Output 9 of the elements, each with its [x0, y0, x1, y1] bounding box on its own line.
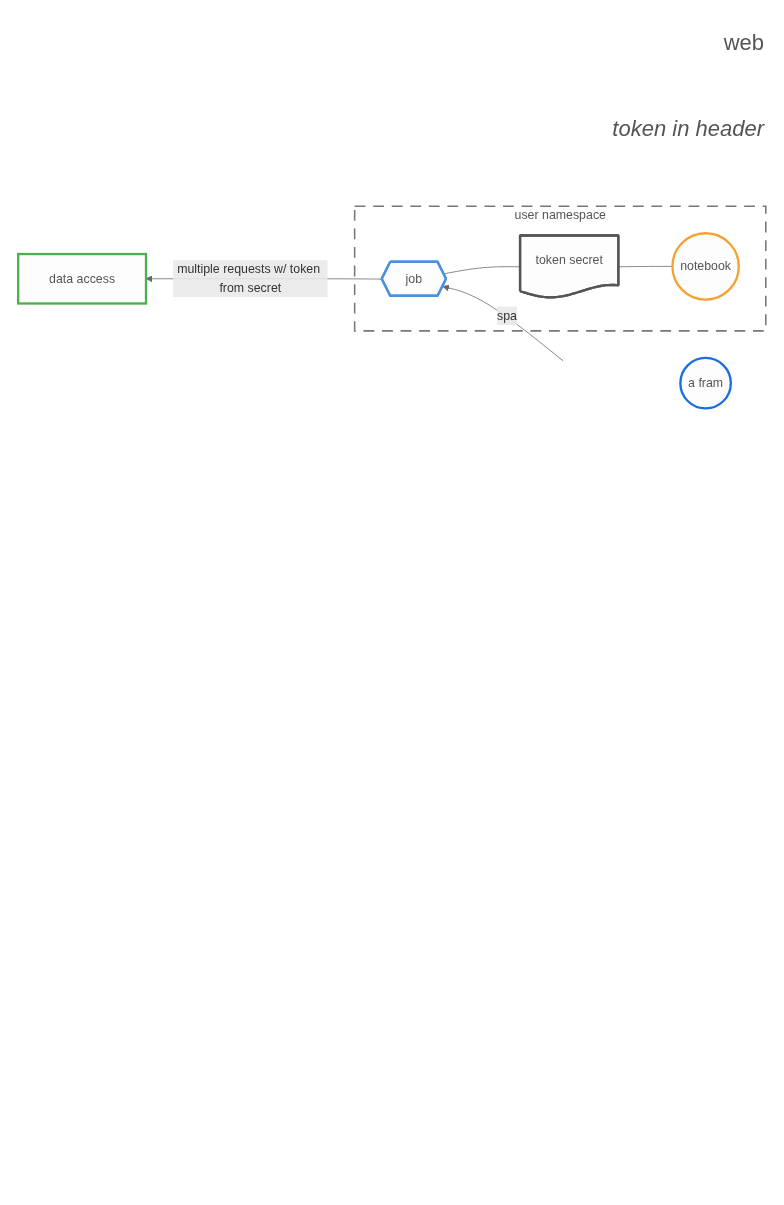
connector — [443, 266, 521, 275]
edge-label: spa — [496, 308, 517, 322]
connector — [618, 266, 673, 268]
note-text: token in header — [612, 116, 764, 142]
node-circle: a fram — [679, 356, 732, 410]
note-text: web — [722, 30, 764, 56]
edge-label: multiple requests w/ token from secret — [177, 262, 321, 295]
node-box: data access — [17, 252, 148, 305]
node-circle: notebook — [671, 232, 740, 301]
